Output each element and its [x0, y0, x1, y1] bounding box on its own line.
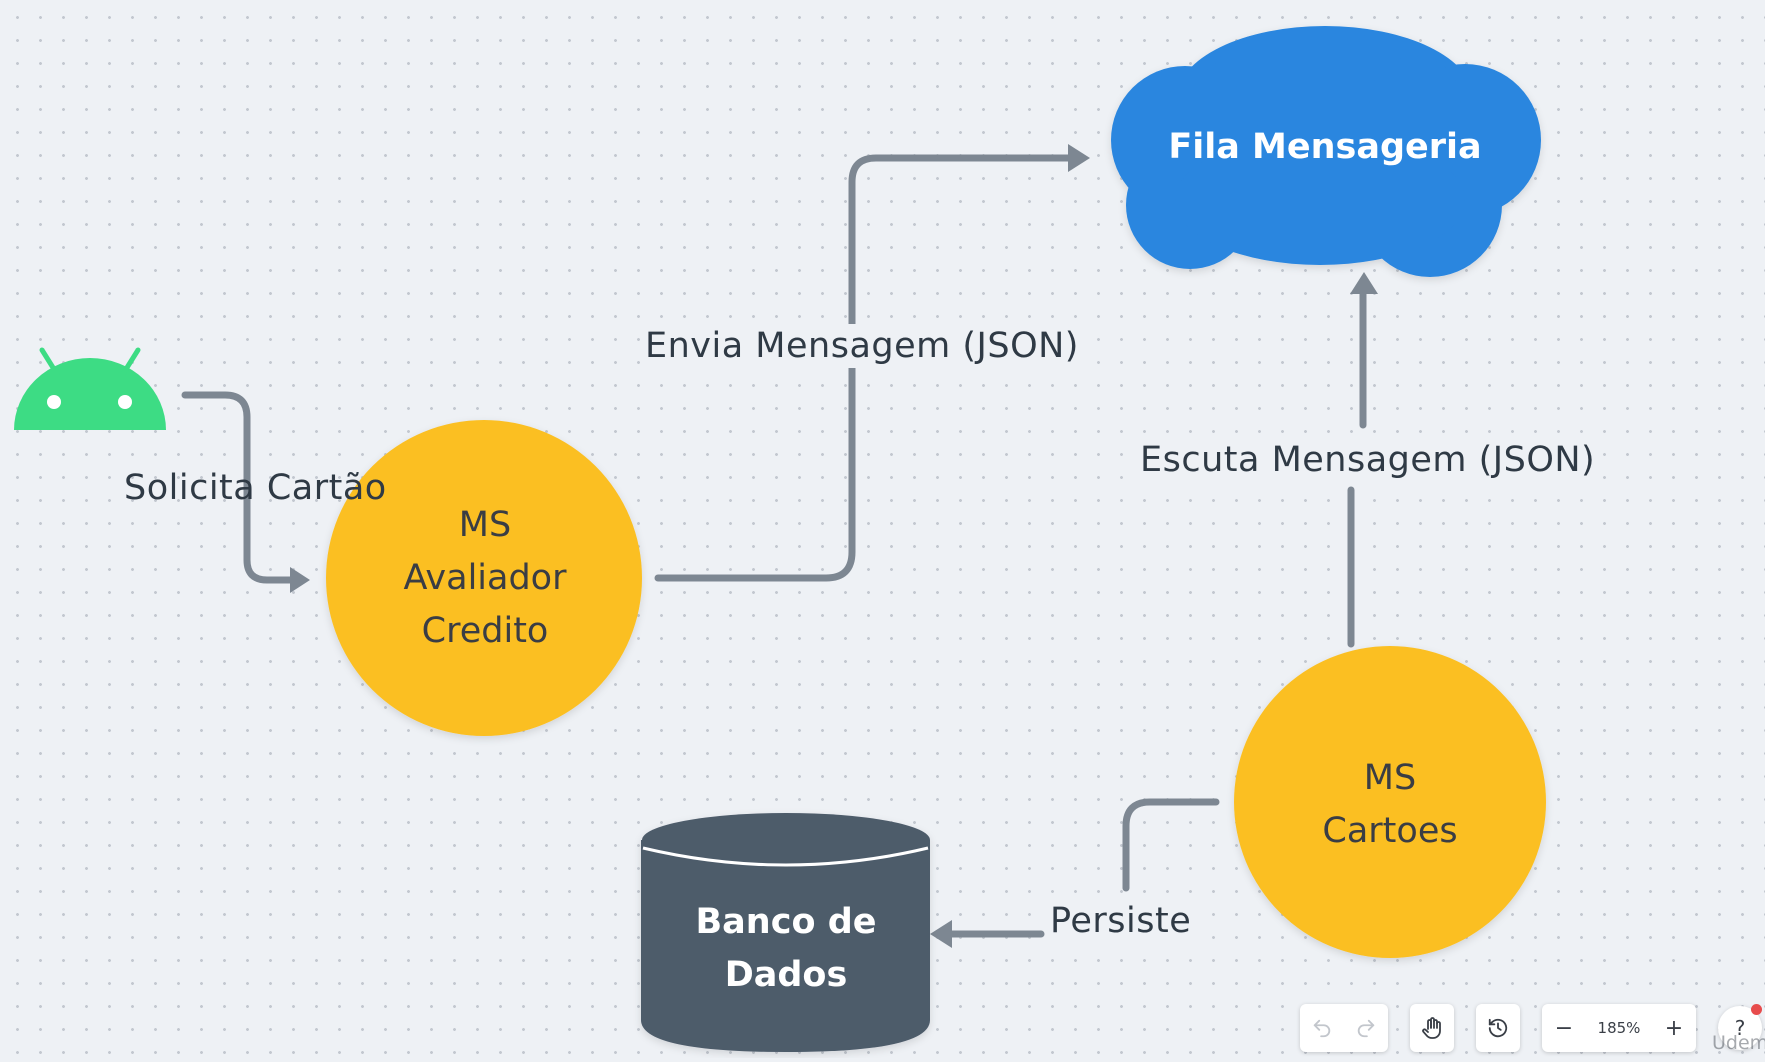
queue-cloud[interactable] — [1111, 26, 1541, 277]
android-icon — [14, 347, 166, 430]
undo-icon — [1313, 1019, 1331, 1038]
edge-label-envia: Envia Mensagem (JSON) — [641, 324, 1083, 368]
edge-label-solicita: Solicita Cartão — [124, 468, 387, 508]
notification-dot — [1751, 1004, 1762, 1015]
avaliador-label: MS Avaliador Credito — [330, 498, 640, 658]
edge-label-escuta: Escuta Mensagem (JSON) — [1136, 438, 1600, 482]
arrowhead-solicita — [290, 567, 310, 593]
connector-persiste — [948, 798, 1220, 938]
history-group — [1476, 1004, 1520, 1052]
database-label: Banco de Dados — [641, 895, 931, 1003]
history-toolbar — [1300, 1004, 1388, 1052]
redo-icon — [1357, 1019, 1375, 1038]
zoom-level[interactable]: 185% — [1597, 1019, 1641, 1037]
history-button[interactable] — [1476, 1004, 1520, 1052]
history-icon — [1488, 1018, 1508, 1038]
edge-label-persiste: Persiste — [1046, 899, 1196, 943]
undo-button[interactable] — [1300, 1004, 1344, 1052]
hand-tool-group — [1410, 1004, 1454, 1052]
hand-icon — [1422, 1017, 1441, 1039]
zoom-controls: − 185% + — [1542, 1004, 1696, 1052]
database-cylinder[interactable] — [641, 813, 930, 1052]
avaliador-line-3: Credito — [421, 610, 549, 651]
queue-label-text: Fila Mensageria — [1168, 127, 1482, 167]
avaliador-line-2: Avaliador — [403, 557, 567, 598]
cartoes-label: MS Cartoes — [1240, 750, 1540, 860]
redo-button[interactable] — [1344, 1004, 1388, 1052]
arrowhead-persiste — [930, 920, 952, 948]
watermark: Udem — [1712, 1032, 1765, 1054]
hand-tool-button[interactable] — [1410, 1004, 1454, 1052]
zoom-out-button[interactable]: − — [1554, 1015, 1574, 1041]
queue-label: Fila Mensageria — [1100, 120, 1550, 175]
database-line-2: Dados — [724, 955, 848, 995]
connector-solicita — [181, 391, 296, 584]
help-icon: ? — [1734, 1016, 1746, 1040]
cartoes-circle[interactable] — [1234, 646, 1546, 958]
help-button[interactable]: ? — [1718, 1004, 1762, 1050]
connector-escuta — [1347, 288, 1367, 648]
zoom-in-button[interactable]: + — [1664, 1015, 1684, 1041]
cartoes-line-1: MS — [1363, 758, 1417, 798]
arrowhead-escuta — [1350, 272, 1378, 294]
avaliador-circle[interactable] — [326, 420, 642, 736]
connector-envia — [654, 154, 1074, 582]
cartoes-line-2: Cartoes — [1322, 811, 1458, 851]
avaliador-line-1: MS — [458, 504, 512, 545]
database-line-1: Banco de — [695, 902, 877, 942]
arrowhead-envia — [1068, 144, 1090, 172]
